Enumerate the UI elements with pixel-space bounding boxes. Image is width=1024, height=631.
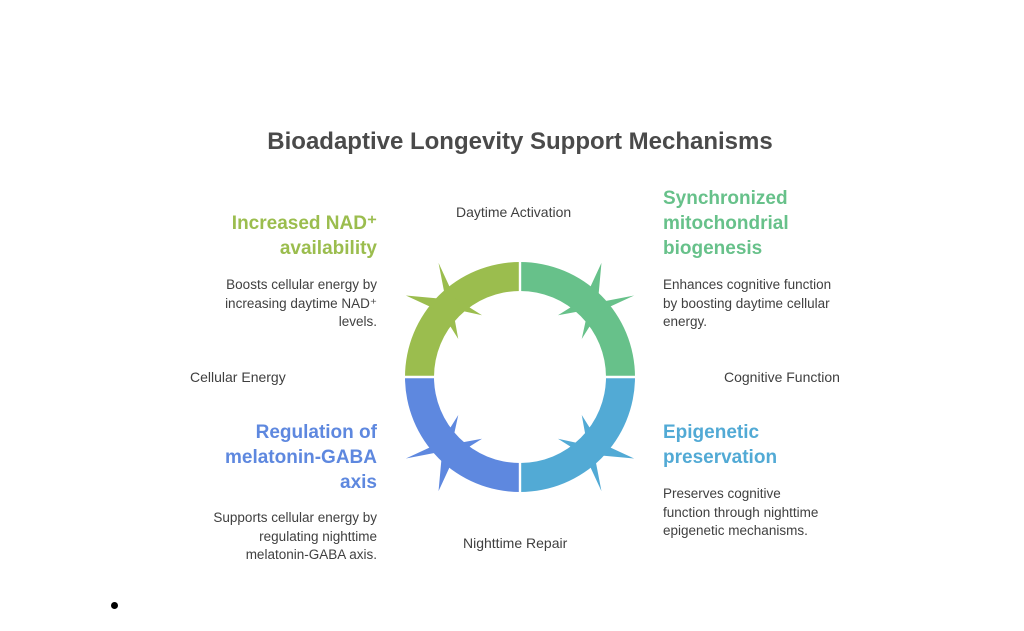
ring-segment-nad: [405, 262, 520, 377]
description-line: levels.: [338, 314, 377, 329]
diagram-title: Bioadaptive Longevity Support Mechanisms: [267, 128, 773, 155]
heading-line: axis: [340, 472, 377, 493]
description-line: regulating nighttime: [259, 528, 377, 544]
description-line: energy.: [663, 314, 708, 329]
axis-label-left: Cellular Energy: [190, 369, 286, 385]
ring-segment-melatonin: [405, 377, 520, 492]
quadrant-description-nad: Boosts cellular energy by increasing day…: [225, 276, 377, 332]
quadrant-description-mitochondrial: Enhances cognitive function by boosting …: [663, 276, 831, 332]
heading-line: Increased NAD⁺: [231, 213, 377, 234]
heading-line: melatonin-GABA: [225, 447, 377, 468]
heading-line: biogenesis: [663, 238, 763, 259]
arrow-notch-icon: [557, 262, 635, 340]
description-line: Boosts cellular energy by: [226, 277, 377, 292]
quadrant-heading-mitochondrial: Synchronized mitochondrial biogenesis: [663, 186, 789, 261]
description-line: increasing daytime NAD⁺: [225, 295, 377, 311]
description-line: function through nighttime: [663, 504, 819, 520]
heading-line: Synchronized: [663, 188, 788, 209]
heading-line: availability: [279, 238, 377, 259]
heading-line: Regulation of: [255, 422, 377, 443]
arrow-notch-icon: [557, 414, 635, 492]
quadrant-heading-epigenetic: Epigenetic preservation: [663, 420, 777, 470]
arrow-notch-icon: [405, 414, 483, 492]
quadrant-heading-melatonin: Regulation of melatonin-GABA axis: [225, 420, 377, 495]
quadrant-description-epigenetic: Preserves cognitive function through nig…: [663, 485, 818, 541]
heading-line: mitochondrial: [663, 213, 789, 234]
heading-line: preservation: [663, 447, 778, 468]
axis-label-bottom: Nighttime Repair: [463, 535, 568, 551]
arrow-notch-icon: [405, 262, 483, 340]
list-bullet: [111, 602, 118, 609]
description-line: Supports cellular energy by: [213, 510, 377, 525]
ring-segment-epigenetic: [520, 377, 635, 492]
axis-label-top: Daytime Activation: [456, 204, 572, 220]
quadrant-heading-nad: Increased NAD⁺ availability: [232, 211, 377, 261]
heading-line: Epigenetic: [663, 422, 760, 443]
description-line: melatonin-GABA axis.: [245, 547, 377, 562]
axis-label-right: Cognitive Function: [724, 369, 840, 385]
description-line: by boosting daytime cellular: [663, 295, 830, 311]
description-line: epigenetic mechanisms.: [663, 523, 808, 538]
ring-segment-mitochondrial: [520, 262, 635, 377]
description-line: Preserves cognitive: [663, 486, 781, 501]
quadrant-description-melatonin: Supports cellular energy by regulating n…: [213, 509, 377, 565]
description-line: Enhances cognitive function: [663, 277, 832, 292]
